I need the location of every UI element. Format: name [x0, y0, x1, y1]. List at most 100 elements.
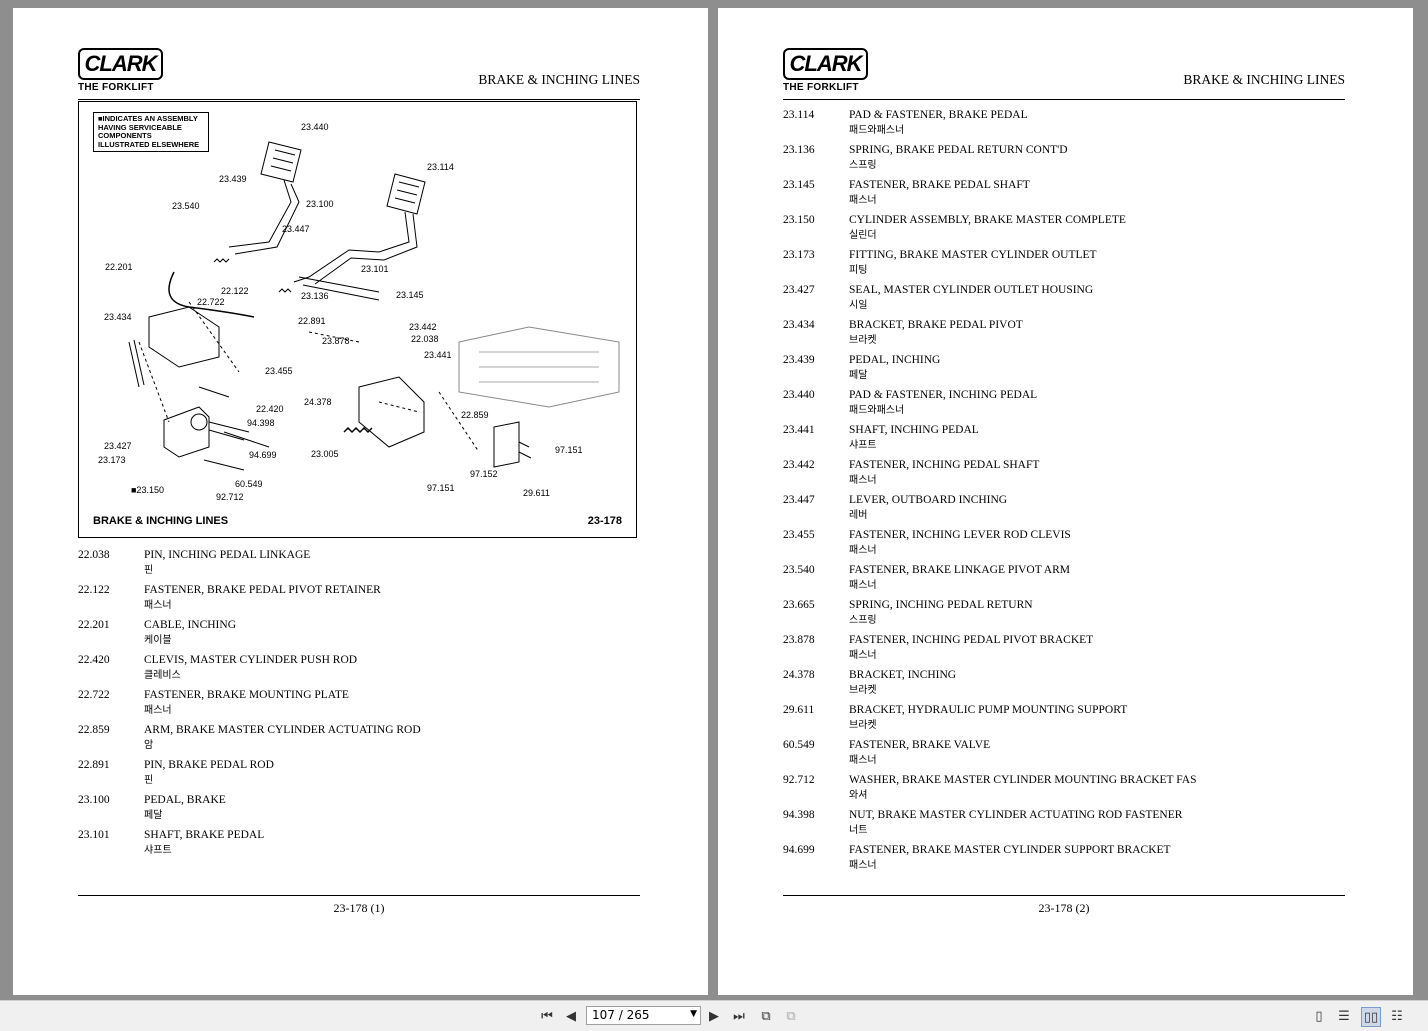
next-page-icon[interactable]: ▶ [709, 1008, 719, 1024]
prev-page-icon[interactable]: ◀ [566, 1008, 576, 1024]
last-page-icon[interactable]: ⏭ [733, 1008, 745, 1024]
part-number: 60.549 [783, 739, 815, 751]
part-number: 23.114 [783, 109, 815, 121]
chevron-down-icon[interactable]: ▼ [690, 1009, 697, 1019]
part-description: PAD & FASTENER, BRAKE PEDAL [849, 109, 1028, 121]
diagram-callout-label: 23.114 [427, 162, 454, 172]
part-description: NUT, BRAKE MASTER CYLINDER ACTUATING ROD… [849, 809, 1183, 821]
diagram-callout-label: 23.878 [322, 336, 350, 346]
fit-width-icon[interactable]: ⧉ [786, 1008, 796, 1024]
first-page-icon[interactable]: ⏮ [541, 1008, 553, 1024]
part-korean-name: 패스너 [849, 650, 877, 661]
part-description: BRACKET, HYDRAULIC PUMP MOUNTING SUPPORT [849, 704, 1128, 716]
part-korean-name: 패드와패스너 [849, 125, 905, 136]
page-number-input[interactable]: 107 / 265 ▼ [586, 1006, 701, 1025]
fit-page-icon[interactable]: ⧉ [761, 1008, 771, 1024]
diagram-callout-label: 22.891 [298, 316, 326, 326]
part-description: FASTENER, BRAKE PEDAL PIVOT RETAINER [144, 584, 381, 596]
part-number: 22.038 [78, 549, 110, 561]
single-page-icon[interactable]: ▯ [1315, 1008, 1323, 1024]
two-page-icon[interactable]: ▯▯ [1361, 1007, 1381, 1027]
part-number: 23.145 [783, 179, 815, 191]
part-description: SPRING, BRAKE PEDAL RETURN CONT'D [849, 144, 1068, 156]
part-description: FASTENER, INCHING PEDAL PIVOT BRACKET [849, 634, 1094, 646]
part-korean-name: 패드와패스너 [849, 405, 905, 416]
part-korean-name: 피팅 [849, 265, 868, 276]
part-number: 23.173 [783, 249, 815, 261]
part-description: BRACKET, BRAKE PEDAL PIVOT [849, 319, 1023, 331]
right-page: CLARK THE FORKLIFT BRAKE & INCHING LINES… [718, 8, 1413, 995]
part-korean-name: 핀 [144, 565, 154, 576]
part-korean-name: 패스너 [144, 705, 172, 716]
logo-subtitle: THE FORKLIFT [78, 82, 154, 93]
part-description: SPRING, INCHING PEDAL RETURN [849, 599, 1033, 611]
diagram-callout-label: 23.101 [361, 264, 389, 274]
part-korean-name: 시일 [849, 300, 868, 311]
part-korean-name: 스프링 [849, 160, 877, 171]
two-page-continuous-icon[interactable]: ☷ [1391, 1008, 1403, 1024]
part-description: FASTENER, BRAKE VALVE [849, 739, 991, 751]
diagram-callout-label: 23.440 [301, 122, 329, 132]
part-korean-name: 너트 [849, 825, 868, 836]
part-description: FASTENER, BRAKE MOUNTING PLATE [144, 689, 349, 701]
diagram-callout-label: 94.398 [247, 418, 275, 428]
part-description: CLEVIS, MASTER CYLINDER PUSH ROD [144, 654, 358, 666]
part-korean-name: 클레비스 [144, 670, 181, 681]
diagram-callout-label: 97.151 [427, 483, 455, 493]
diagram-callout-label: 23.441 [424, 350, 452, 360]
diagram-callout-label: 23.434 [104, 312, 132, 322]
part-description: CABLE, INCHING [144, 619, 236, 631]
continuous-icon[interactable]: ☰ [1338, 1008, 1350, 1024]
part-description: PIN, INCHING PEDAL LINKAGE [144, 549, 311, 561]
header-divider [783, 99, 1345, 100]
part-description: PEDAL, BRAKE [144, 794, 226, 806]
header-divider [78, 99, 640, 100]
viewer-toolbar: ⏮ ◀ 107 / 265 ▼ ▶ ⏭ ⧉ ⧉ ▯ ☰ ▯▯ ☷ [0, 1000, 1428, 1031]
part-number: 22.891 [78, 759, 110, 771]
part-description: WASHER, BRAKE MASTER CYLINDER MOUNTING B… [849, 774, 1197, 786]
diagram-callout-label: 22.038 [411, 334, 439, 344]
part-description: PEDAL, INCHING [849, 354, 941, 366]
part-korean-name: 레버 [849, 510, 868, 521]
diagram-legend: ■INDICATES AN ASSEMBLY HAVING SERVICEABL… [93, 112, 209, 152]
diagram-number: 23-178 [587, 515, 622, 527]
section-title: BRAKE & INCHING LINES [1183, 72, 1345, 87]
clark-logo: CLARK THE FORKLIFT [783, 48, 868, 93]
part-description: LEVER, OUTBOARD INCHING [849, 494, 1008, 506]
part-number: 29.611 [783, 704, 815, 716]
part-number: 94.699 [783, 844, 815, 856]
part-description: FASTENER, BRAKE PEDAL SHAFT [849, 179, 1030, 191]
clark-logo: CLARK THE FORKLIFT [78, 48, 163, 93]
right-parts-list: 23.114 PAD & FASTENER, BRAKE PEDAL 패드와패스너 2… [783, 109, 1343, 879]
part-row: 22.038 PIN, INCHING PEDAL LINKAGE 핀 [78, 549, 638, 584]
part-description: SEAL, MASTER CYLINDER OUTLET HOUSING [849, 284, 1094, 296]
part-korean-name: 패스너 [849, 475, 877, 486]
part-description: BRACKET, INCHING [849, 669, 957, 681]
part-korean-name: 패스너 [849, 860, 877, 871]
diagram-callout-label: 23.100 [306, 199, 334, 209]
diagram-callout-label: 23.439 [219, 174, 247, 184]
part-number: 23.136 [783, 144, 815, 156]
logo-wordmark: CLARK [783, 48, 868, 80]
part-korean-name: 패스너 [849, 580, 877, 591]
part-korean-name: 패스너 [849, 755, 877, 766]
